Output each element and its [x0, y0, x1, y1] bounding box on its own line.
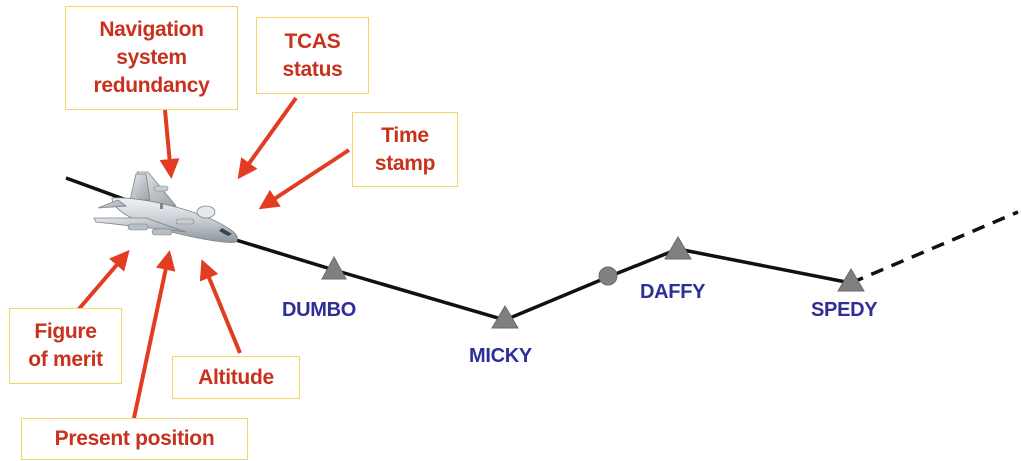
- waypoint-micky-triangle-icon: [491, 305, 519, 329]
- callout-navigation-line-2: system: [116, 46, 187, 69]
- callout-altitude-line-1: Altitude: [198, 365, 274, 389]
- future-route-line: [850, 210, 1019, 285]
- aircraft-icon: [93, 171, 238, 243]
- callout-navigation-line-1: Navigation: [99, 18, 204, 41]
- callout-figure-of-merit: Figure of merit: [9, 308, 122, 384]
- arrow-figure-of-merit: [76, 249, 130, 312]
- callout-tcas-line-2: status: [282, 57, 343, 81]
- waypoint-label-micky: MICKY: [469, 345, 533, 367]
- callout-tcas-status: TCAS status: [256, 17, 369, 94]
- waypoint-spedy-triangle-icon: [837, 268, 865, 292]
- waypoint-label-daffy: DAFFY: [640, 281, 706, 303]
- waypoint-daffy-triangle-icon: [664, 236, 692, 260]
- callout-time-stamp-line-2: stamp: [374, 151, 436, 175]
- arrow-tcas: [237, 96, 298, 180]
- callout-tcas-line-1: TCAS: [284, 29, 341, 53]
- callout-navigation-system-redundancy: Navigation system redundancy: [65, 6, 238, 110]
- waypoint-dumbo-triangle-icon: [321, 255, 347, 280]
- callout-figure-of-merit-line-2: of merit: [28, 348, 103, 371]
- callout-navigation-line-3: redundancy: [93, 74, 210, 97]
- route-line: [65, 176, 852, 322]
- arrow-time-stamp: [258, 148, 351, 210]
- callout-present-position-line-1: Present position: [54, 427, 215, 450]
- arrow-altitude: [199, 259, 242, 354]
- arrow-present-position: [132, 250, 176, 419]
- fix-circle-icon: [598, 266, 618, 286]
- waypoint-label-spedy: SPEDY: [811, 299, 878, 321]
- callout-time-stamp-line-1: Time: [381, 123, 429, 147]
- callout-altitude: Altitude: [172, 356, 300, 399]
- callout-present-position: Present position: [21, 418, 248, 460]
- arrow-navigation: [159, 109, 180, 179]
- callout-figure-of-merit-line-1: Figure: [34, 320, 97, 343]
- waypoint-label-dumbo: DUMBO: [282, 299, 356, 321]
- callout-time-stamp: Time stamp: [352, 112, 458, 187]
